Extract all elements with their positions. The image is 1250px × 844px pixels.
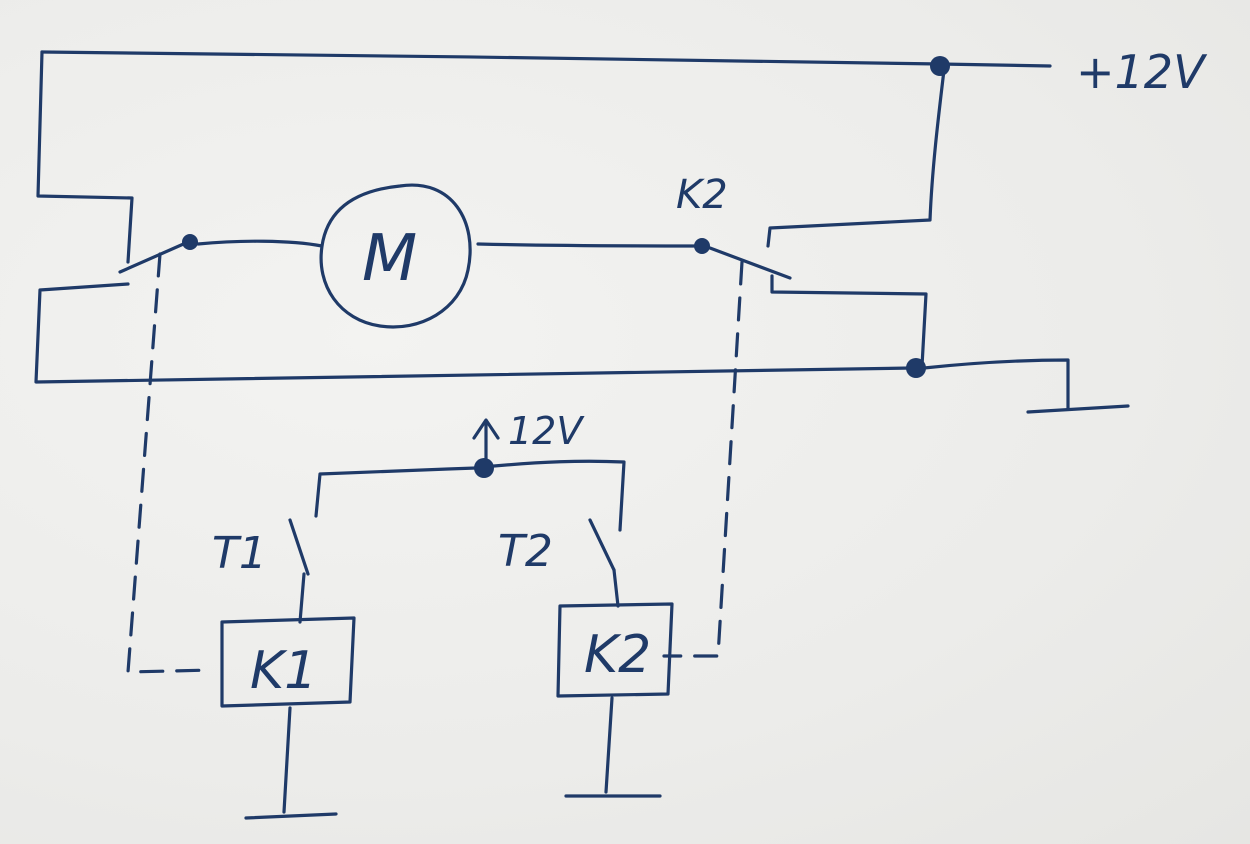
k2-ground-lead (604, 696, 614, 794)
motor-symbol (319, 183, 472, 329)
right-rail-to-k2-upper (766, 68, 946, 248)
k2-mechanical-link (662, 260, 744, 658)
control-node (474, 458, 494, 478)
left-rail-lower (34, 282, 914, 384)
k1-contact-blade (118, 240, 190, 274)
node-top-right (930, 56, 950, 76)
t1-to-k1-wire (298, 572, 306, 624)
motor-label: M (362, 222, 417, 296)
k2-contact-label: K2 (676, 172, 728, 218)
right-rail-to-k2-lower (770, 274, 928, 368)
control-wire-left (314, 466, 478, 518)
wire-k1-to-motor (196, 239, 324, 248)
t2-switch-blade (588, 518, 616, 572)
k2-coil-label: K2 (584, 625, 651, 685)
k1-ground-lead (282, 706, 292, 814)
k1-ground-symbol (244, 812, 338, 820)
k2-contact-node (694, 238, 710, 254)
k2-coil-box (556, 602, 674, 698)
ground-lead-main (922, 358, 1070, 410)
k1-mechanical-link (126, 252, 214, 674)
left-rail-upper (36, 50, 134, 264)
node-bottom-right (906, 358, 926, 378)
ground-symbol-main (1026, 404, 1130, 414)
wire-motor-to-k2 (476, 242, 700, 248)
t2-to-k2-wire (612, 568, 620, 608)
t2-switch-label: T2 (498, 526, 553, 577)
supply-label-top: +12V (1076, 45, 1208, 99)
k1-coil-box (220, 616, 356, 708)
control-wire-right (492, 459, 626, 532)
k1-coil-label: K1 (250, 641, 317, 701)
k1-contact-node (182, 234, 198, 250)
t1-switch-blade (288, 518, 310, 576)
t1-switch-label: T1 (212, 528, 267, 579)
control-supply-label: 12V (508, 409, 585, 453)
top-power-rail (40, 50, 1052, 68)
k2-contact-blade (708, 246, 792, 280)
